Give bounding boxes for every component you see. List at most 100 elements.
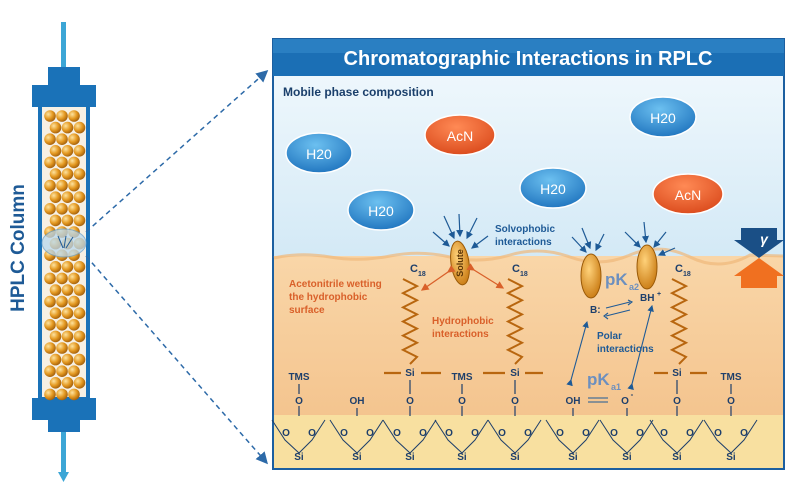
polar-label-1: Polar bbox=[597, 331, 622, 342]
solvophobic-label-2: interactions bbox=[495, 237, 552, 248]
column-bottom-fitting bbox=[48, 420, 80, 432]
zoom-line-bottom bbox=[85, 255, 268, 465]
packing-bead bbox=[44, 110, 56, 122]
packing-bead bbox=[44, 203, 56, 215]
packing-bead bbox=[68, 156, 80, 169]
packing-bead bbox=[49, 377, 62, 389]
water-molecule-3: H20 bbox=[519, 167, 587, 209]
packing-bead bbox=[49, 353, 62, 366]
tms-right-label: TMS bbox=[720, 372, 741, 383]
packing-bead bbox=[56, 342, 68, 354]
column-inlet-tube bbox=[61, 22, 66, 72]
lattice-si-label: Si bbox=[568, 452, 578, 463]
lattice-si-label: Si bbox=[726, 452, 736, 463]
polar-arrow-left bbox=[566, 320, 589, 387]
c18-chain-1: C 18 bbox=[400, 263, 426, 365]
mobile-phase-region bbox=[274, 76, 783, 260]
surface-o-label: O bbox=[406, 396, 414, 407]
column-label: HPLC Column bbox=[8, 184, 29, 312]
lattice-bond bbox=[329, 419, 384, 454]
packing-bead bbox=[49, 191, 62, 203]
stationary-phase-region bbox=[274, 256, 783, 419]
surface-o-label: O bbox=[727, 396, 735, 407]
column-top-cap bbox=[32, 85, 96, 107]
packing-bead bbox=[61, 261, 74, 273]
packing-beads bbox=[44, 110, 86, 401]
packing-bead bbox=[61, 168, 74, 180]
lattice-bond bbox=[599, 419, 654, 454]
base-molecule bbox=[571, 227, 605, 299]
silanolate-charge: - bbox=[631, 390, 634, 399]
packing-bead bbox=[73, 214, 86, 227]
tms-left-label: TMS bbox=[288, 372, 309, 383]
lattice-si-label: Si bbox=[510, 452, 520, 463]
polar-label-2: interactions bbox=[597, 344, 654, 355]
packing-bead bbox=[44, 272, 56, 285]
acn-label: AcN bbox=[675, 187, 701, 203]
column-bottom-cap bbox=[32, 398, 96, 420]
acn-molecule-2: AcN bbox=[652, 173, 724, 215]
pka1-label: pK bbox=[587, 370, 610, 389]
interaction-panel: Chromatographic Interactions in RPLC Mob… bbox=[272, 38, 785, 470]
lattice-o-label: O bbox=[498, 428, 506, 439]
packing-bead bbox=[68, 342, 80, 354]
packing-bead bbox=[49, 145, 62, 157]
packing-bead bbox=[68, 295, 80, 308]
packing-bead bbox=[68, 365, 80, 378]
lattice-o-label: O bbox=[610, 428, 618, 439]
packing-bead bbox=[61, 377, 74, 389]
packing-bead bbox=[56, 272, 68, 285]
lattice-bond bbox=[545, 419, 600, 454]
wetting-label-2: the hydrophobic bbox=[289, 292, 368, 303]
packing-bead bbox=[56, 156, 68, 169]
surface-o-label: O bbox=[295, 396, 303, 407]
packing-bead bbox=[61, 191, 74, 203]
c18-label: C bbox=[512, 263, 520, 275]
packing-bead bbox=[68, 110, 80, 122]
c18-chain-2: C 18 bbox=[505, 263, 528, 365]
packing-bead bbox=[73, 191, 86, 203]
packing-bead bbox=[61, 307, 74, 320]
pka1-subscript: a1 bbox=[611, 382, 621, 392]
packing-bead bbox=[49, 330, 62, 343]
packing-bead bbox=[56, 295, 68, 308]
packing-bead bbox=[56, 203, 68, 215]
c18-label: C bbox=[675, 263, 683, 275]
packing-bead bbox=[73, 377, 86, 389]
packing-bead bbox=[49, 284, 62, 296]
lattice-o-label: O bbox=[714, 428, 722, 439]
water-label: H20 bbox=[650, 110, 676, 126]
c18-subscript: 18 bbox=[520, 271, 528, 278]
si-3-label: Si bbox=[672, 368, 682, 379]
lattice-o-label: O bbox=[556, 428, 564, 439]
hydrophobic-arrow-right bbox=[466, 263, 505, 289]
packing-bead bbox=[44, 156, 56, 169]
packing-bead bbox=[73, 261, 86, 273]
lattice-o-label: O bbox=[686, 428, 694, 439]
packing-bead bbox=[44, 342, 56, 354]
column-outlet-arrow bbox=[58, 472, 69, 482]
water-molecule-4: H20 bbox=[629, 96, 697, 138]
lattice-o-label: O bbox=[471, 428, 479, 439]
lattice-si-label: Si bbox=[622, 452, 632, 463]
equilibrium-arrow-top bbox=[605, 301, 631, 309]
packing-bead bbox=[49, 214, 62, 227]
packing-bead bbox=[73, 145, 86, 157]
lattice-o-label: O bbox=[524, 428, 532, 439]
tms-middle-label: TMS bbox=[451, 372, 472, 383]
surface-o-label: O bbox=[458, 396, 466, 407]
packing-bead bbox=[61, 330, 74, 343]
packing-bead bbox=[73, 353, 86, 366]
solvophobic-label-1: Solvophobic bbox=[495, 224, 555, 235]
wetting-label-1: Acetonitrile wetting bbox=[289, 279, 382, 290]
packing-bead bbox=[49, 307, 62, 320]
lattice-si-label: Si bbox=[405, 452, 415, 463]
water-label: H20 bbox=[306, 146, 332, 162]
packing-bead bbox=[73, 330, 86, 343]
silanol-oh-label: OH bbox=[350, 396, 365, 407]
water-molecule-2: H20 bbox=[347, 189, 415, 231]
gamma-symbol: γ bbox=[760, 231, 769, 247]
